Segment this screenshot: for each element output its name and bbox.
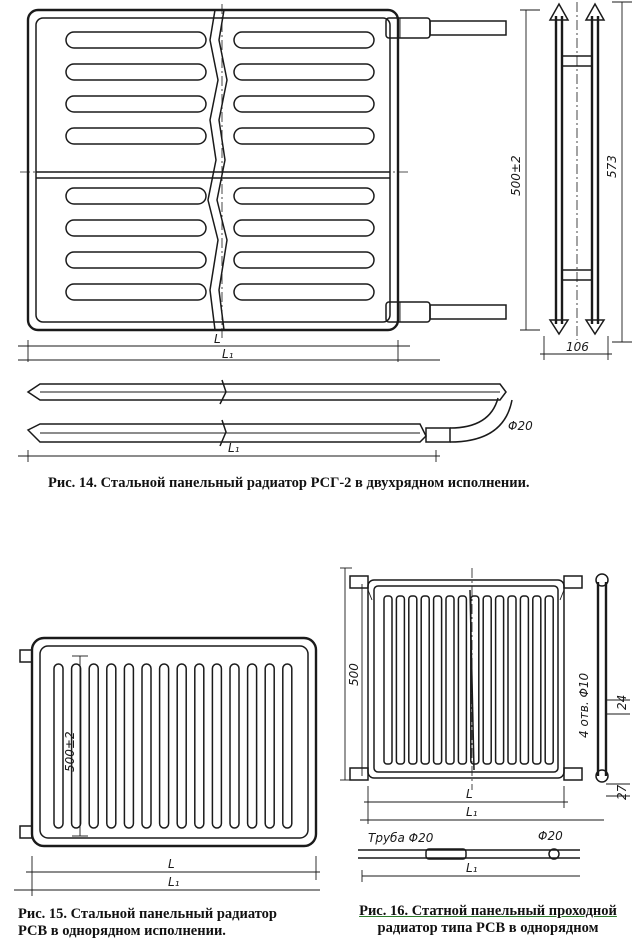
fig16-slot bbox=[507, 595, 517, 765]
fig16-plan-view bbox=[358, 848, 580, 882]
fig16-slot bbox=[457, 595, 468, 765]
fig16-slot bbox=[519, 595, 530, 765]
fig14-channel bbox=[65, 95, 207, 113]
fig16-caption-line-2: радиатор типа РСВ в однорядном bbox=[377, 920, 599, 936]
fig16-slot bbox=[544, 595, 554, 765]
fig14-plan-view bbox=[18, 379, 513, 462]
fig15-slot bbox=[229, 663, 240, 829]
fig14-channel bbox=[233, 187, 375, 205]
fig14-pipe-label: Φ20 bbox=[508, 419, 533, 433]
fig14-channel bbox=[65, 63, 207, 81]
fig16-slot bbox=[432, 595, 443, 765]
fig15-slot bbox=[264, 663, 275, 829]
fig14-length-l-label: L bbox=[214, 332, 221, 346]
fig15-slot bbox=[123, 663, 135, 829]
fig15-caption-line-1: Рис. 15. Стальной панельный радиатор bbox=[18, 906, 277, 922]
fig15-slot bbox=[141, 663, 152, 829]
fig14-overall-height-label: 573 bbox=[605, 155, 619, 178]
fig15-slot bbox=[53, 663, 64, 829]
fig15-caption-line-2: РСВ в однорядном исполнении. bbox=[18, 923, 226, 939]
fig14-channel bbox=[233, 283, 375, 301]
fig16-side-view bbox=[595, 573, 609, 783]
fig15-caption: Рис. 15. Стальной панельный радиатор РСВ… bbox=[18, 906, 318, 940]
fig16-plan-length-label: L₁ bbox=[466, 861, 478, 875]
fig14-channel bbox=[233, 95, 375, 113]
fig14-connectors bbox=[385, 17, 507, 323]
fig15-length-l-label: L bbox=[168, 857, 175, 871]
fig16-slot bbox=[408, 595, 418, 765]
fig14-side-view bbox=[548, 2, 606, 340]
fig14-channel bbox=[65, 187, 207, 205]
fig16-slot bbox=[383, 595, 393, 765]
fig15-slot bbox=[282, 663, 293, 829]
fig15-slot bbox=[88, 663, 99, 829]
fig14-channel bbox=[65, 283, 207, 301]
fig15-slot bbox=[106, 663, 117, 829]
fig16-caption-line-1: Рис. 16. Статной панельный проходной bbox=[359, 903, 617, 919]
fig15-dimensions bbox=[14, 655, 320, 896]
fig15-front-view bbox=[19, 636, 318, 848]
fig16-length-l-label: L bbox=[466, 787, 473, 801]
fig14-channel bbox=[233, 127, 375, 145]
fig16-slot bbox=[482, 595, 492, 765]
fig15-channels bbox=[53, 663, 293, 829]
fig16-slot bbox=[445, 595, 455, 765]
fig15-slot bbox=[194, 663, 205, 829]
fig15-slot bbox=[176, 663, 187, 829]
fig15-height-label: 500±2 bbox=[63, 731, 77, 772]
fig16-slot bbox=[395, 595, 406, 765]
fig14-length-l1-label: L₁ bbox=[222, 347, 234, 361]
fig14-caption: Рис. 14. Стальной панельный радиатор РСГ… bbox=[48, 475, 530, 491]
fig14-channel bbox=[65, 251, 207, 269]
fig15-length-l1-label: L₁ bbox=[168, 875, 180, 889]
fig14-depth-label: 106 bbox=[566, 340, 589, 354]
fig16-offset-top-label: 24 bbox=[615, 695, 629, 710]
fig16-length-l1-label: L₁ bbox=[466, 805, 478, 819]
fig16-overall-height-label: 500 bbox=[347, 663, 361, 686]
fig14-channel bbox=[233, 219, 375, 237]
fig14-dimensions bbox=[18, 1, 632, 362]
fig14-height-label: 500±2 bbox=[509, 155, 523, 196]
fig15-slot bbox=[158, 663, 170, 829]
fig14-channel bbox=[65, 219, 207, 237]
fig16-channels bbox=[383, 595, 554, 765]
fig14-front-view bbox=[20, 4, 410, 340]
fig16-slot bbox=[420, 595, 430, 765]
fig14-channel bbox=[233, 251, 375, 269]
fig14-channel bbox=[65, 31, 207, 49]
fig14-plan-length-label: L₁ bbox=[228, 441, 240, 455]
fig16-caption: Рис. 16. Статной панельный проходной рад… bbox=[338, 903, 638, 937]
fig14-channel bbox=[233, 63, 375, 81]
fig16-slot bbox=[470, 595, 480, 765]
fig15-slot bbox=[70, 663, 82, 829]
fig16-pipe-diameter-label: Φ20 bbox=[538, 829, 563, 843]
fig15-slot bbox=[246, 663, 258, 829]
fig16-slot bbox=[532, 595, 542, 765]
fig14-channel bbox=[233, 31, 375, 49]
fig16-dimensions bbox=[340, 567, 630, 824]
fig14-channels bbox=[65, 31, 375, 301]
fig15-slot bbox=[211, 663, 223, 829]
fig16-offset-bottom-label: 27 bbox=[615, 784, 629, 800]
fig16-slot bbox=[494, 595, 505, 765]
fig16-holes-label: 4 отв. Φ10 bbox=[577, 672, 591, 738]
fig14-channel bbox=[65, 127, 207, 145]
fig16-pipe-label: Труба Φ20 bbox=[368, 831, 434, 845]
